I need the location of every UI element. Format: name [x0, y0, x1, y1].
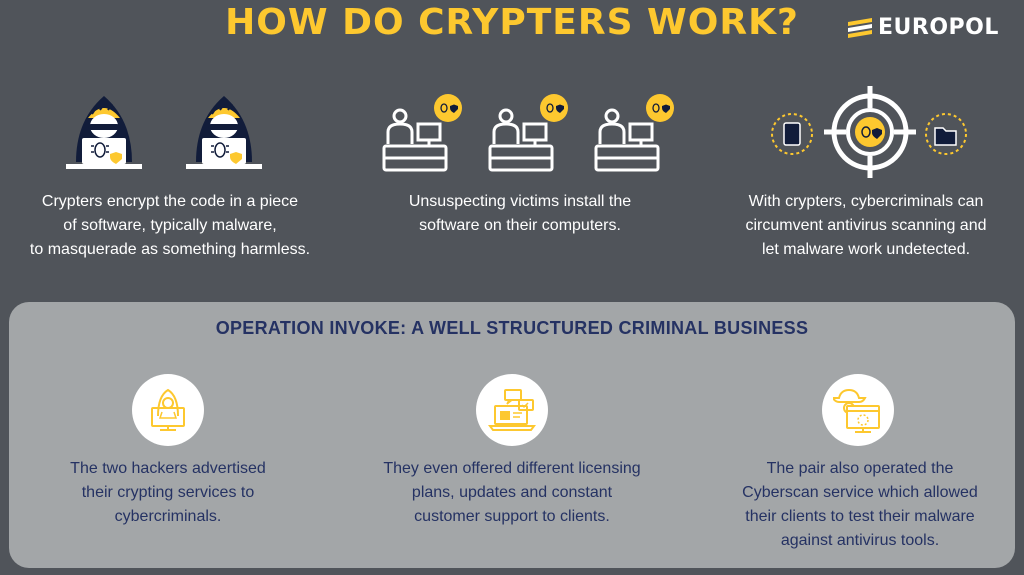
text-line: their clients to test their malware [745, 508, 975, 525]
item-3-text: The pair also operated the Cyberscan ser… [720, 457, 1000, 553]
text-line: plans, updates and constant [411, 484, 613, 501]
scan-service-icon [833, 388, 880, 433]
computer-user-icon [382, 94, 462, 172]
logo-text: EUROPOL [878, 14, 999, 40]
text-line: against antivirus tools. [780, 532, 940, 549]
text-line: their crypting services to [81, 484, 255, 501]
operation-panel: OPERATION INVOKE: A WELL STRUCTURED CRIM… [9, 302, 1015, 568]
step-1-text: Crypters encrypt the code in a piece of … [10, 190, 330, 262]
text-line: cybercriminals. [114, 508, 222, 525]
text-line: to masquerade as something harmless. [29, 241, 311, 258]
text-line: The pair also operated the [766, 460, 954, 477]
europol-flag-icon [848, 18, 872, 38]
text-line: Cyberscan service which allowed [742, 484, 978, 501]
text-line: customer support to clients. [414, 508, 610, 525]
victim-icon-group [378, 94, 682, 174]
support-laptop-icon [488, 389, 536, 431]
scan-service-badge [822, 374, 894, 446]
text-line: The two hackers advertised [70, 460, 266, 477]
text-line: Unsuspecting victims install the [408, 193, 632, 210]
europol-logo: EUROPOL [846, 14, 1022, 40]
computer-user-icon [488, 94, 568, 172]
text-line: They even offered different licensing [383, 460, 641, 477]
target-icon-group [770, 84, 970, 180]
hacker-computer-badge [132, 374, 204, 446]
text-line: software on their computers. [419, 217, 621, 234]
hacker-icon [66, 96, 142, 169]
hacker-icon-group [62, 92, 266, 172]
item-2-text: They even offered different licensing pl… [352, 457, 672, 529]
text-line: Crypters encrypt the code in a piece [41, 193, 299, 210]
item-1-text: The two hackers advertised their cryptin… [40, 457, 296, 529]
text-line: circumvent antivirus scanning and [745, 217, 987, 234]
page-title: HOW DO CRYPTERS WORK? [225, 2, 799, 43]
step-2-text: Unsuspecting victims install the softwar… [360, 190, 680, 238]
target-icon [771, 86, 967, 178]
support-laptop-badge [476, 374, 548, 446]
hacker-computer-icon [151, 388, 185, 431]
operation-title: OPERATION INVOKE: A WELL STRUCTURED CRIM… [215, 318, 809, 338]
text-line: of software, typically malware, [63, 217, 277, 234]
computer-user-icon [594, 94, 674, 172]
text-line: With crypters, cybercriminals can [748, 193, 984, 210]
text-line: let malware work undetected. [761, 241, 971, 258]
step-3-text: With crypters, cybercriminals can circum… [706, 190, 1024, 262]
hacker-icon [186, 96, 262, 169]
